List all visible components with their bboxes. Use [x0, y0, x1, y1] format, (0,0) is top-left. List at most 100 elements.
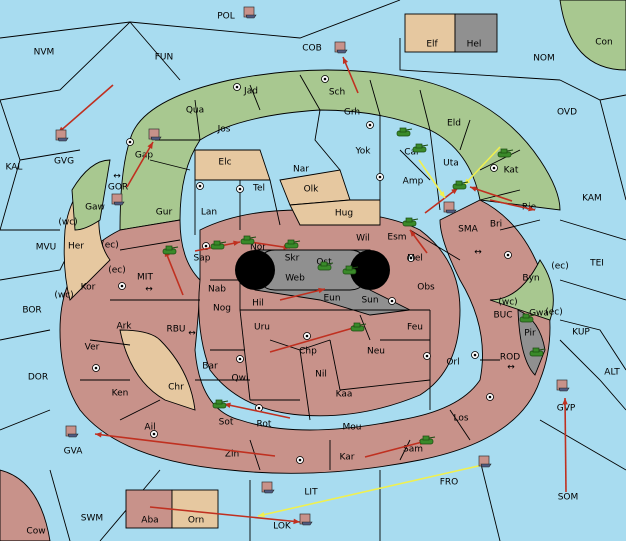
region-gaw[interactable] — [71, 159, 111, 231]
order-arrow — [469, 186, 513, 202]
army-unit-icon[interactable] — [317, 261, 334, 271]
label-bor: BOR — [22, 306, 41, 316]
army-unit-icon[interactable] — [529, 347, 546, 357]
label-gvp: GVP — [557, 404, 576, 414]
label-aba: Aba — [141, 516, 158, 526]
label-rbu: RBU — [166, 325, 185, 335]
label-ken: Ken — [112, 389, 129, 399]
army-unit-icon[interactable] — [396, 127, 413, 137]
arrow-head — [410, 230, 417, 237]
label-alt: ALT — [604, 368, 620, 378]
label-hil: Hil — [252, 299, 264, 309]
arrow-head — [342, 57, 348, 64]
label-gur: Gur — [156, 208, 173, 218]
land-north — [119, 69, 561, 231]
adjacency-arrow-icon: ↔ — [188, 329, 196, 339]
fleet-unit-icon[interactable] — [261, 481, 275, 494]
coast-label-4: (ec) — [551, 262, 569, 272]
fleet-unit-icon[interactable] — [243, 6, 257, 19]
label-sap: Sap — [194, 254, 211, 264]
label-kaa: Kaa — [336, 390, 353, 400]
adjacency-arrow-icon: ↔ — [145, 285, 153, 295]
fleet-unit-icon[interactable] — [55, 129, 69, 142]
fleet-unit-icon[interactable] — [148, 128, 162, 141]
bar-left-cap — [235, 250, 275, 290]
label-sch: Sch — [329, 88, 345, 98]
label-pir: Pir — [524, 329, 536, 339]
label-elf: Elf — [426, 40, 438, 50]
label-gor: GOR — [108, 183, 128, 193]
fleet-unit-icon[interactable] — [478, 455, 492, 468]
arrow-head — [562, 398, 568, 405]
army-unit-icon[interactable] — [452, 180, 469, 190]
region-hel[interactable] — [454, 13, 498, 53]
fleet-unit-icon[interactable] — [65, 425, 79, 438]
army-unit-icon[interactable] — [342, 265, 359, 275]
label-olk: Olk — [304, 185, 320, 195]
fleet-unit-icon[interactable] — [334, 41, 348, 54]
label-cob: COB — [302, 44, 322, 54]
label-mit: MIT — [137, 273, 153, 283]
label-zin: Zin — [225, 450, 239, 460]
label-ver: Ver — [85, 343, 100, 353]
army-unit-icon[interactable] — [419, 435, 436, 445]
coast-label-3: (wc) — [54, 291, 73, 301]
arrow-head — [233, 240, 240, 246]
arrow-head — [318, 287, 325, 294]
label-mvu: MVU — [36, 243, 57, 253]
coast-label-6: (ec) — [545, 308, 563, 318]
label-yok: Yok — [354, 147, 371, 157]
region-elf[interactable] — [404, 13, 456, 53]
arrow-head — [293, 518, 300, 525]
fleet-unit-icon[interactable] — [556, 379, 570, 392]
label-car: Car — [404, 148, 420, 158]
label-fro: FRO — [440, 478, 459, 488]
coast-label-2: (ec) — [108, 266, 126, 276]
order-arrow — [249, 241, 291, 249]
fleet-unit-icon[interactable] — [111, 193, 125, 206]
fleet-unit-icon[interactable] — [443, 201, 457, 214]
label-mel: Mel — [407, 254, 423, 264]
army-unit-icon[interactable] — [210, 240, 227, 250]
label-kor: Kor — [81, 283, 96, 293]
label-neu: Neu — [367, 347, 385, 357]
order-arrow — [463, 146, 501, 186]
label-grh: Grh — [344, 108, 360, 118]
army-unit-icon[interactable] — [212, 399, 229, 409]
army-unit-icon[interactable] — [402, 217, 419, 227]
region-elc[interactable] — [194, 149, 271, 181]
label-nom: NOM — [533, 54, 555, 64]
army-unit-icon[interactable] — [284, 239, 301, 249]
fleet-unit-icon[interactable] — [299, 513, 313, 526]
order-arrow — [269, 325, 361, 353]
army-unit-icon[interactable] — [240, 235, 257, 245]
army-unit-icon[interactable] — [519, 313, 536, 323]
arrow-head — [95, 432, 102, 438]
order-arrow — [418, 159, 446, 199]
army-unit-icon[interactable] — [497, 148, 514, 158]
army-unit-icon[interactable] — [162, 245, 179, 255]
region-hug[interactable] — [289, 199, 381, 226]
region-chr[interactable] — [119, 329, 196, 411]
bar-right-cap — [350, 250, 390, 290]
coast-label-1: (ec) — [101, 241, 119, 251]
order-arrow — [564, 397, 567, 493]
region-gwa[interactable] — [489, 259, 554, 321]
label-pol: POL — [217, 12, 235, 22]
label-hug: Hug — [335, 209, 353, 219]
army-unit-icon[interactable] — [412, 143, 429, 153]
adjacency-arrow-icon: ↔ — [474, 248, 482, 258]
label-amp: Amp — [403, 177, 424, 187]
label-lan: Lan — [201, 208, 217, 218]
coast-label-5: (wc) — [498, 298, 517, 308]
label-nvm: NVM — [34, 48, 55, 58]
label-orn: Orn — [188, 516, 204, 526]
label-web: Web — [285, 274, 305, 284]
adjacency-arrow-icon: ↔ — [113, 172, 121, 182]
label-gwa: Gwa — [529, 309, 549, 319]
order-arrow — [257, 463, 488, 517]
order-arrow — [126, 141, 154, 188]
army-unit-icon[interactable] — [350, 322, 367, 332]
